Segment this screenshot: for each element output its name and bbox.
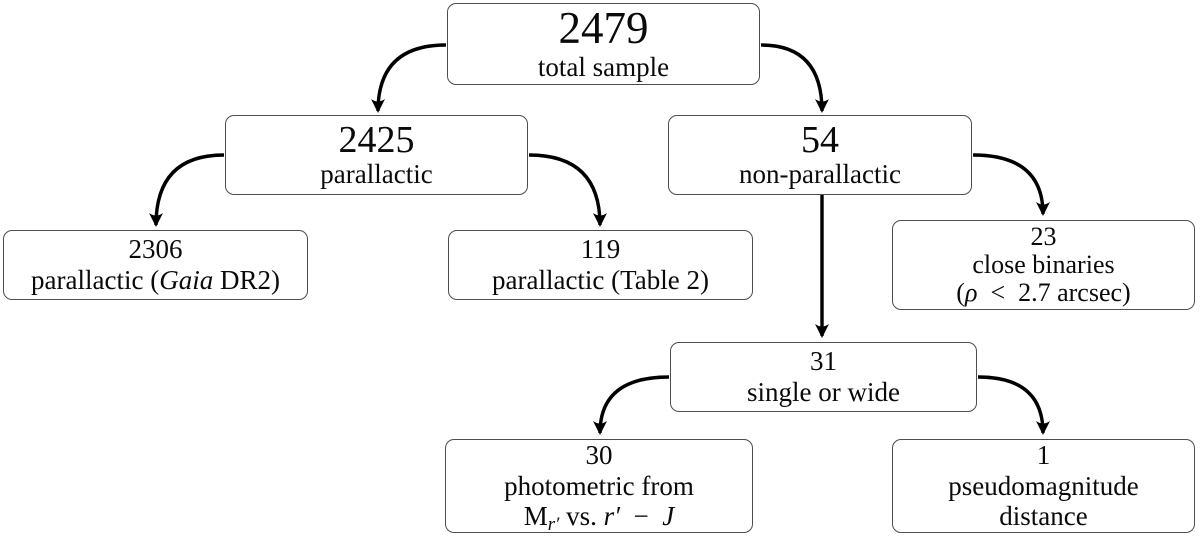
node-label: close binaries <box>972 249 1115 279</box>
node-value: 30 <box>585 439 613 470</box>
node-parallactic-table2: 119 parallactic (Table 2) <box>448 230 753 300</box>
node-total-sample: 2479 total sample <box>447 3 760 85</box>
arrow-total-to-parallactic <box>371 43 447 113</box>
node-parallactic-gaia-dr2: 2306 parallactic (Gaia DR2) <box>3 230 308 300</box>
arrow-total-to-non-parallactic <box>760 43 829 113</box>
node-value: 54 <box>801 118 839 161</box>
arrow-nonparallactic-to-close-binaries <box>972 153 1050 216</box>
node-value: 2425 <box>338 118 415 161</box>
node-non-parallactic: 54 non-parallactic <box>668 115 972 195</box>
node-label: total sample <box>537 51 670 82</box>
node-formula: Mr′ vs. r′ − J <box>523 500 675 535</box>
node-label: parallactic (Gaia DR2) <box>31 264 280 295</box>
node-value: 23 <box>1030 221 1057 251</box>
node-label: photometric from <box>504 470 694 501</box>
node-label: pseudomagnitude <box>948 470 1139 501</box>
node-value: 2306 <box>128 234 183 265</box>
node-label-line2: distance <box>999 500 1088 531</box>
node-parallactic: 2425 parallactic <box>225 115 528 195</box>
node-value: 1 <box>1036 439 1051 470</box>
node-value: 119 <box>580 234 621 265</box>
node-value: 31 <box>810 346 837 377</box>
node-photometric-distance: 30 photometric from Mr′ vs. r′ − J <box>445 439 753 535</box>
node-value: 2479 <box>558 2 649 53</box>
node-close-binaries: 23 close binaries (ρ < 2.7 arcsec) <box>892 220 1195 310</box>
node-label: parallactic <box>320 159 433 190</box>
arrow-parallactic-to-table2 <box>528 153 607 227</box>
arrow-singlewide-to-pseudomagnitude <box>977 375 1050 435</box>
node-label: single or wide <box>747 376 900 407</box>
node-single-or-wide: 31 single or wide <box>670 342 977 412</box>
node-pseudomagnitude-distance: 1 pseudomagnitude distance <box>892 439 1195 533</box>
arrow-singlewide-to-photometric <box>593 375 670 435</box>
node-condition: (ρ < 2.7 arcsec) <box>956 278 1131 308</box>
node-label: non-parallactic <box>739 159 901 190</box>
node-label: parallactic (Table 2) <box>492 264 709 295</box>
arrow-parallactic-to-gaia <box>149 153 225 227</box>
